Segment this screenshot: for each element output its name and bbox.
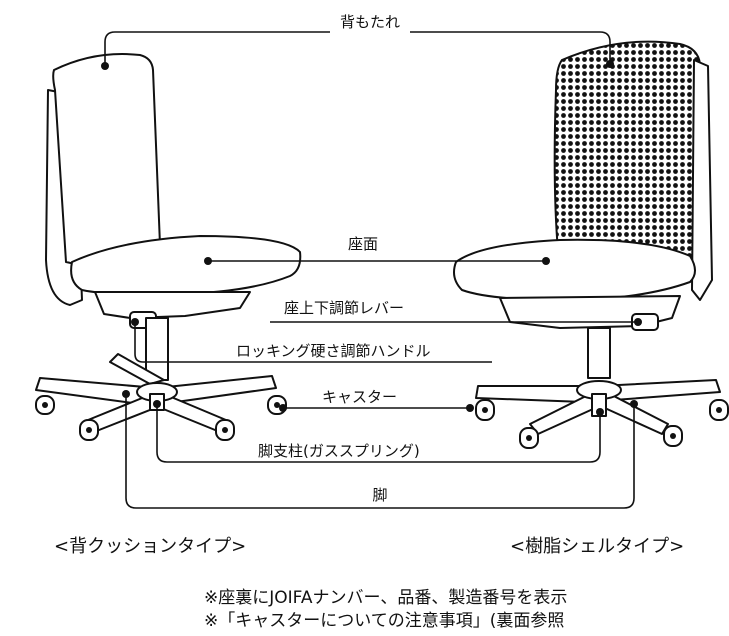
backrest-callout-line [104, 31, 611, 64]
rocking-handle-callout-line [134, 322, 492, 363]
right-chair-caster-4 [709, 399, 729, 421]
left-chair-mechanism [94, 291, 251, 319]
right-chair-caption: <樹脂シェルタイプ> [510, 536, 684, 557]
base-marker-right [630, 400, 638, 408]
base-callout-line [125, 394, 635, 509]
gas-spring-label: 脚支柱(ガススプリング) [258, 442, 420, 460]
rocking-handle-label: ロッキング硬さ調節ハンドル [236, 342, 431, 360]
right-chair-caster-1 [475, 399, 495, 421]
right-chair-seat [453, 238, 696, 301]
left-chair-caster-2 [79, 419, 99, 441]
right-chair [453, 40, 729, 449]
caster-marker-left [279, 404, 287, 412]
caster-label: キャスター [322, 388, 397, 406]
caster-marker-right [466, 404, 474, 412]
left-chair-caster-3 [215, 419, 235, 441]
left-chair-seat [70, 235, 302, 296]
backrest-marker-right [606, 60, 614, 68]
left-chair [35, 53, 302, 441]
left-chair-backrest [52, 53, 161, 266]
seat-marker-left [204, 257, 212, 265]
left-chair-leg-5 [109, 353, 165, 385]
seat-lever-marker [634, 318, 642, 326]
gas-spring-marker-right [596, 408, 604, 416]
left-chair-caption: <背クッションタイプ> [54, 536, 246, 557]
gas-spring-marker-left [153, 400, 161, 408]
note-line-2: ※「キャスターについての注意事項」(裏面参照 [204, 610, 564, 631]
rocking-handle-marker [131, 318, 139, 326]
right-chair-caster-3 [663, 425, 683, 447]
seat-label: 座面 [348, 235, 378, 253]
right-chair-gas-column [587, 327, 611, 379]
base-label: 脚 [372, 486, 387, 504]
labels: 背もたれ 座面 座上下調節レバー ロッキング硬さ調節ハンドル キャスター 脚支柱… [236, 10, 450, 504]
left-chair-caster-1 [35, 395, 55, 415]
seat-lever-label: 座上下調節レバー [284, 299, 404, 317]
right-chair-caster-2 [519, 427, 539, 449]
seat-marker-right [542, 257, 550, 265]
base-marker-left [122, 390, 130, 398]
backrest-label: 背もたれ [340, 13, 400, 31]
right-chair-back-frame [691, 59, 713, 301]
backrest-marker-left [101, 62, 109, 70]
gas-spring-callout-line [156, 404, 601, 463]
note-line-1: ※座裏にJOIFAナンバー、品番、製造番号を表示 [204, 587, 567, 608]
